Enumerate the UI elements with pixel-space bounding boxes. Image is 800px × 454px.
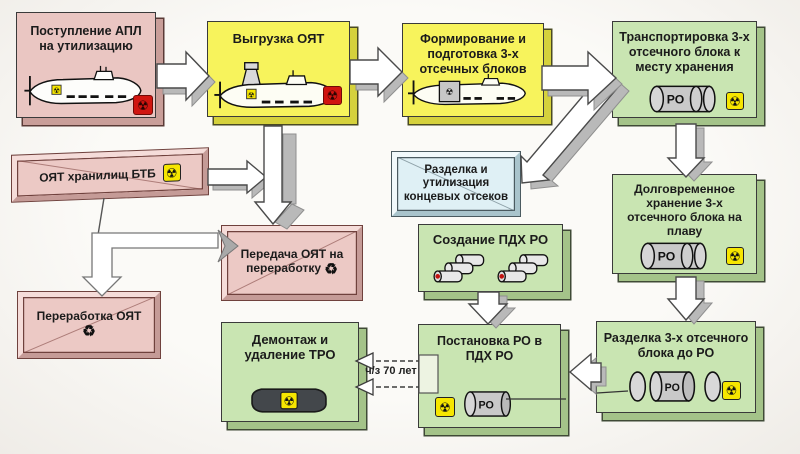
- node-title: Формирование и подготовка 3-х отсечных б…: [419, 32, 527, 76]
- node-title: Долговременное хранение 3-х отсечного бл…: [627, 182, 742, 239]
- node-title: Поступление АПЛ на утилизацию: [30, 24, 142, 53]
- arrow-unloading-to-forming: [349, 46, 409, 104]
- node-title: Создание ПДХ РО: [432, 232, 549, 247]
- svg-text:☢: ☢: [53, 86, 60, 95]
- node-create-pdh: Создание ПДХ РО: [418, 224, 563, 292]
- node-title: Демонтаж и удаление ТРО: [244, 332, 336, 363]
- reactor-compartment-cylinder-icon: РО: [649, 85, 716, 113]
- node-fuel-transfer: Передача ОЯТ на переработку ♻: [221, 225, 363, 301]
- submarine-compartment-icon: ☢: [408, 73, 526, 106]
- radiation-icon: ☢: [323, 86, 342, 105]
- node-title: Выгрузка ОЯТ: [232, 31, 325, 46]
- node-cut-block-to-ro: Разделка 3-х отсечного блока до РО РО ☢: [596, 321, 756, 413]
- node-title: Постановка РО в ПДХ РО: [436, 334, 543, 363]
- radiation-icon: ☢: [726, 92, 744, 110]
- reactor-compartment-cylinder-icon: РО: [640, 242, 707, 270]
- arrow-unloading-to-transfer: [207, 125, 305, 230]
- node-end-compartments: Разделка и утилизация концевых отсеков: [391, 151, 521, 217]
- node-apl-arrival: Поступление АПЛ на утилизацию ☢ ☢: [16, 12, 156, 118]
- arrow-forming-to-transport: [541, 50, 623, 112]
- node-oyat-storage-btb: ОЯТ хранилищ БТБ ☢: [11, 147, 209, 203]
- node-title: Разделка 3-х отсечного блока до РО: [603, 331, 749, 360]
- arrow-transport-to-storage: [666, 123, 714, 182]
- node-title: Разделка и утилизация концевых отсеков: [403, 163, 509, 203]
- arrow-createpdh-to-placement: [467, 291, 517, 329]
- node-title: Переработка ОЯТ ♻: [23, 309, 155, 341]
- recycle-icon: ♻: [324, 261, 338, 279]
- node-title: Транспортировка 3-х отсечного блока к ме…: [619, 30, 750, 74]
- arrow-storage-to-cutting: [666, 276, 714, 325]
- svg-text:РО: РО: [479, 399, 494, 411]
- connector-btb-branch: [81, 197, 239, 297]
- node-long-term-storage: Долговременное хранение 3-х отсечного бл…: [612, 174, 757, 274]
- node-fuel-unloading: Выгрузка ОЯТ ☢ ☢: [207, 21, 350, 117]
- submarine-crane-icon: ☢: [214, 62, 336, 109]
- submarine-icon: ☢: [24, 65, 142, 106]
- interval-label: ч/з 70 лет: [365, 365, 417, 377]
- radiation-icon: ☢: [162, 163, 181, 182]
- radiation-icon: ☢: [133, 95, 153, 115]
- svg-text:РО: РО: [658, 250, 675, 264]
- containers-stack-icon: [497, 254, 549, 283]
- svg-text:☢: ☢: [248, 90, 255, 99]
- svg-text:☢: ☢: [445, 87, 453, 97]
- svg-text:☢: ☢: [283, 395, 294, 409]
- radiation-icon: ☢: [435, 397, 455, 417]
- node-place-ro-pdh: Постановка РО в ПДХ РО ☢ РО: [418, 324, 561, 428]
- node-title: Передача ОЯТ на переработку ♻: [227, 247, 357, 279]
- node-fuel-reprocessing: Переработка ОЯТ ♻: [17, 291, 161, 359]
- radiation-icon: ☢: [722, 381, 741, 400]
- cut-sections-icon: РО: [629, 371, 722, 402]
- node-title-text: Переработка ОЯТ: [36, 309, 142, 324]
- recycle-icon: ♻: [82, 323, 96, 341]
- radiation-icon: ☢: [726, 247, 744, 265]
- ro-cylinder-icon: РО: [464, 391, 512, 417]
- node-dismantle-tro: Демонтаж и удаление ТРО ☢: [221, 322, 359, 422]
- waste-container-icon: ☢: [251, 388, 327, 413]
- node-title: ОЯТ хранилищ БТБ: [39, 166, 156, 185]
- containers-stack-icon: [433, 254, 485, 283]
- node-block-forming: Формирование и подготовка 3-х отсечных б…: [402, 23, 544, 117]
- node-transport-block: Транспортировка 3-х отсечного блока к ме…: [612, 21, 757, 118]
- svg-text:РО: РО: [667, 93, 684, 107]
- svg-text:РО: РО: [665, 382, 680, 394]
